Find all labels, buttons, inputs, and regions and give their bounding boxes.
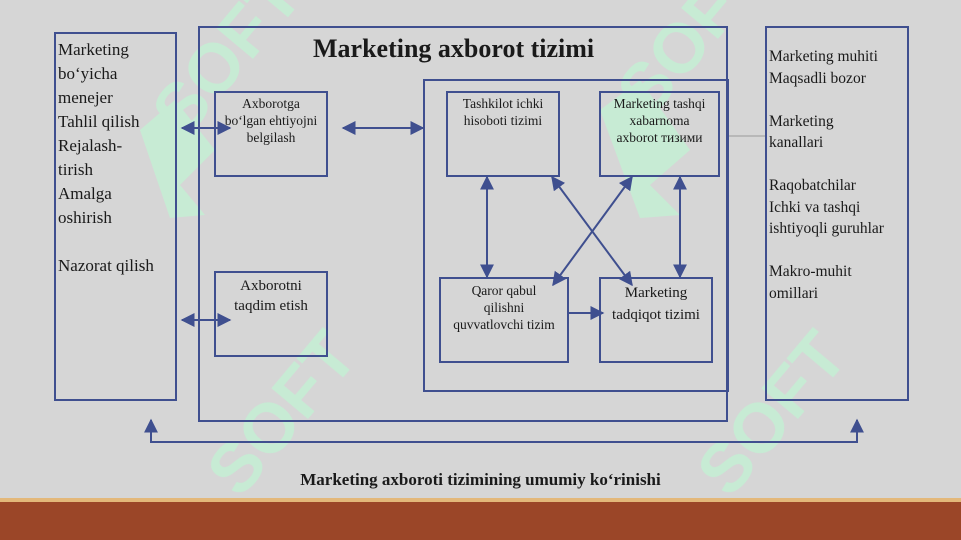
box-needs-label: Axborotga bo‘lgan ehtiyojni belgilash — [224, 96, 318, 145]
bottom-accent-line — [0, 498, 961, 502]
box-internal — [446, 91, 560, 177]
box-internal-label: Tashkilot ichki hisoboti tizimi — [462, 96, 544, 128]
box-research-label: Marketing tadqiqot tizimi — [612, 285, 700, 323]
inner-panel — [423, 79, 729, 392]
arrow-bottom-loop — [144, 418, 864, 443]
left-panel-text: Marketing bo‘yicha menejer Tahlil qilish… — [58, 40, 154, 275]
box-present-label: Axborotni taqdim etish — [234, 278, 308, 314]
right-panel — [765, 26, 909, 401]
arrow-external-decision — [552, 175, 633, 287]
caption: Marketing axboroti tizimining umumiy ko‘… — [300, 470, 661, 489]
box-decision-label: Qaror qabul qilishni quvvatlovchi tizim — [453, 283, 555, 332]
left-panel — [54, 32, 177, 401]
box-external-label: Marketing tashqi xabarnoma axborot тизим… — [613, 96, 706, 145]
box-external — [599, 91, 720, 177]
box-research — [599, 277, 713, 363]
box-decision — [439, 277, 569, 363]
bottom-bar — [0, 502, 961, 540]
diagram-title: Marketing axborot tizimi — [313, 34, 595, 63]
right-panel-text: Marketing muhiti Maqsadli bozor Marketin… — [769, 48, 884, 302]
